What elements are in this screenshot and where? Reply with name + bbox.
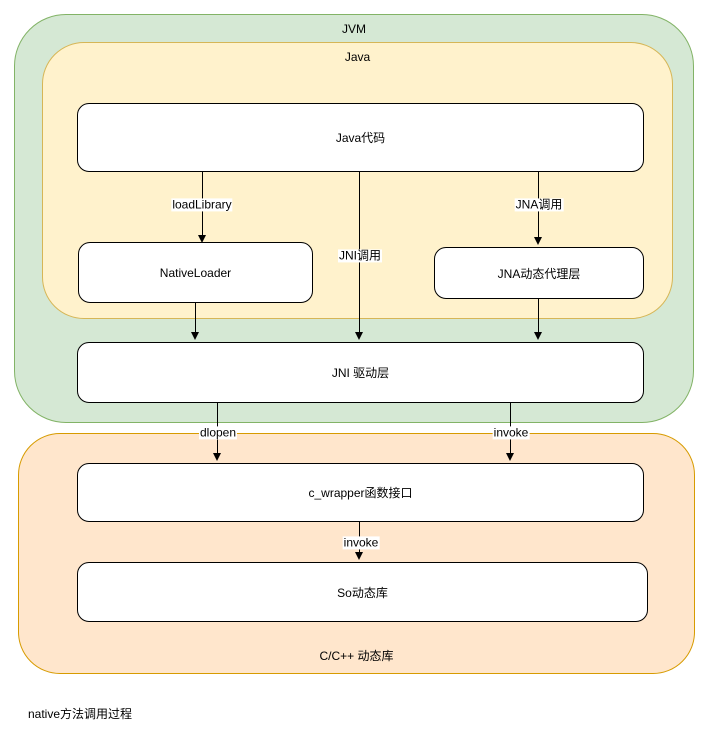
node-so-library-label: So动态库 bbox=[337, 585, 388, 600]
edge-label-invoke-upper: invoke bbox=[492, 425, 530, 440]
arrow-jnaproxy-to-jnidriver bbox=[534, 299, 543, 340]
edge-label-jna-call: JNA调用 bbox=[514, 197, 564, 212]
node-native-loader: NativeLoader bbox=[78, 242, 313, 303]
node-java-code: Java代码 bbox=[77, 103, 644, 172]
node-so-library: So动态库 bbox=[77, 562, 648, 622]
arrow-shaft bbox=[195, 303, 196, 334]
node-jni-driver-layer-label: JNI 驱动层 bbox=[331, 366, 390, 380]
node-jna-proxy-layer-label: JNA动态代理层 bbox=[497, 266, 581, 281]
node-java-code-label: Java代码 bbox=[335, 131, 386, 145]
edge-label-jni-call: JNI调用 bbox=[337, 248, 383, 263]
node-native-loader-label: NativeLoader bbox=[159, 265, 232, 280]
node-c-wrapper-interface-label: c_wrapper函数接口 bbox=[308, 486, 413, 500]
node-jni-driver-layer: JNI 驱动层 bbox=[77, 342, 644, 403]
diagram-caption: native方法调用过程 bbox=[28, 707, 133, 721]
arrowhead-icon bbox=[355, 332, 363, 340]
arrowhead-icon bbox=[191, 332, 199, 340]
cpp-library-container-label: C/C++ 动态库 bbox=[319, 649, 394, 663]
jvm-container-label: JVM bbox=[342, 22, 366, 36]
java-container-label: Java bbox=[344, 50, 371, 64]
edge-label-dlopen: dlopen bbox=[198, 425, 238, 440]
arrowhead-icon bbox=[213, 453, 221, 461]
arrowhead-icon bbox=[506, 453, 514, 461]
arrow-nativeloader-to-jnidriver bbox=[191, 303, 200, 340]
edge-label-invoke-lower: invoke bbox=[342, 535, 380, 550]
arrowhead-icon bbox=[355, 552, 363, 560]
edge-label-loadlibrary: loadLibrary bbox=[171, 197, 233, 212]
arrow-shaft bbox=[538, 299, 539, 334]
node-jna-proxy-layer: JNA动态代理层 bbox=[434, 247, 644, 299]
arrowhead-icon bbox=[534, 237, 542, 245]
node-c-wrapper-interface: c_wrapper函数接口 bbox=[77, 463, 644, 522]
arrowhead-icon bbox=[534, 332, 542, 340]
arrowhead-icon bbox=[198, 235, 206, 243]
